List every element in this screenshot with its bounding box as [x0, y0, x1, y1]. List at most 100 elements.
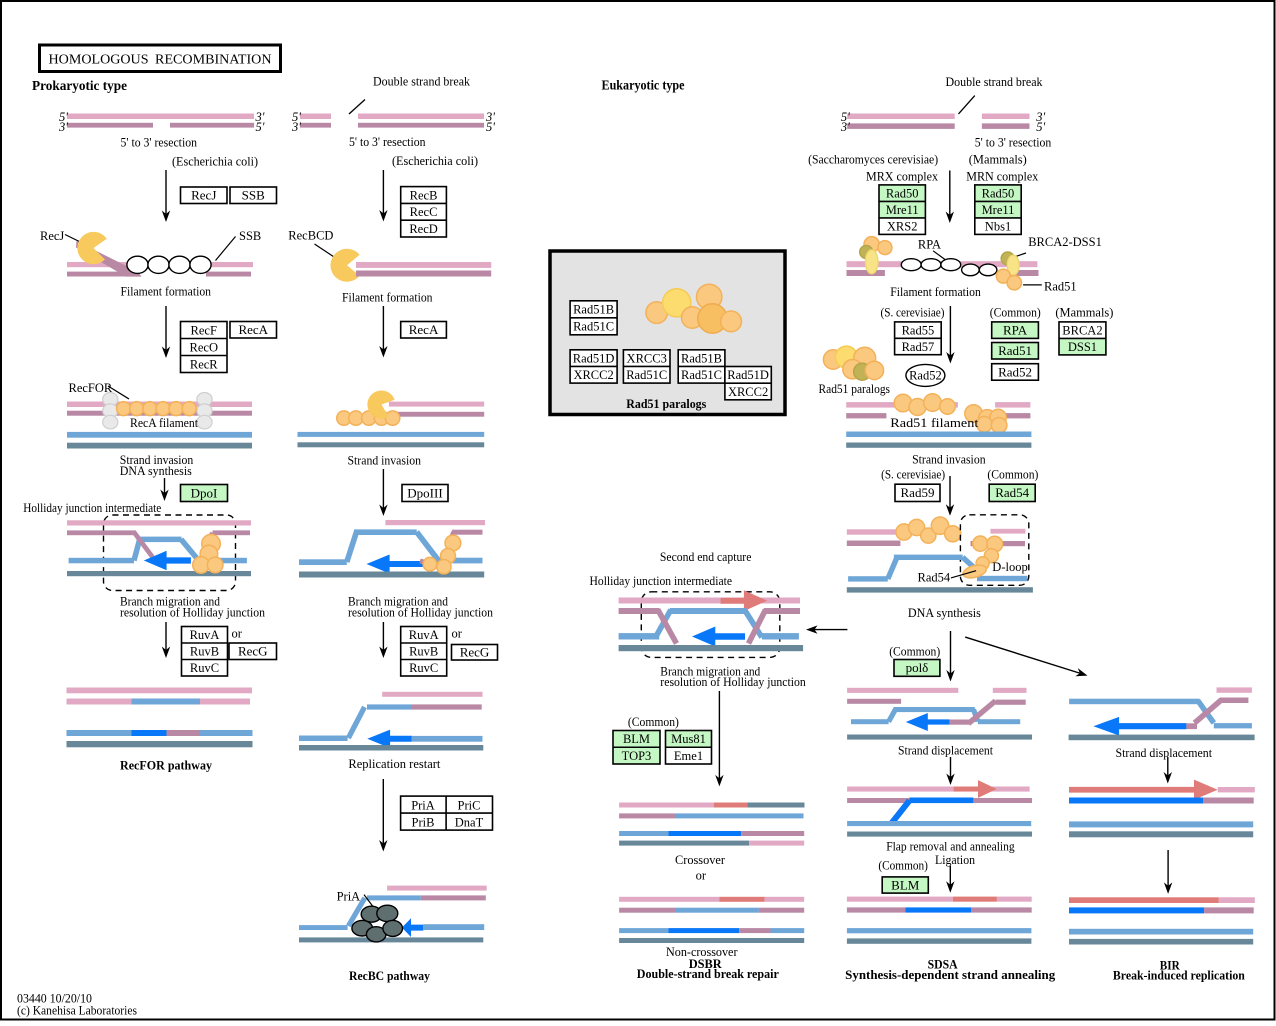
- svg-text:5': 5': [292, 110, 301, 124]
- svg-text:RuvC: RuvC: [409, 661, 438, 675]
- svg-text:Rad51 filament: Rad51 filament: [890, 416, 979, 430]
- svg-text:DpoIII: DpoIII: [407, 485, 442, 500]
- svg-text:Double strand break: Double strand break: [373, 75, 471, 89]
- svg-text:Filament formation: Filament formation: [121, 285, 212, 299]
- svg-text:(Escherichia coli): (Escherichia coli): [392, 154, 478, 168]
- svg-text:PriA: PriA: [337, 889, 361, 903]
- svg-text:Strand invasion: Strand invasion: [912, 453, 986, 467]
- svg-text:RecBC pathway: RecBC pathway: [349, 969, 431, 983]
- svg-text:03440 10/20/10: 03440 10/20/10: [17, 992, 92, 1006]
- svg-text:RPA: RPA: [918, 238, 941, 252]
- svg-text:5' to 3' resection: 5' to 3' resection: [121, 136, 198, 150]
- svg-text:(Common): (Common): [889, 645, 940, 659]
- svg-text:Holliday junction intermediate: Holliday junction intermediate: [590, 574, 733, 588]
- svg-text:Strand invasion: Strand invasion: [348, 454, 422, 468]
- svg-text:Rad51: Rad51: [998, 343, 1032, 358]
- svg-text:Break-induced replication: Break-induced replication: [1113, 968, 1245, 982]
- svg-text:(Common): (Common): [878, 859, 928, 873]
- svg-text:RecJ: RecJ: [40, 229, 64, 243]
- svg-text:5' to 3' resection: 5' to 3' resection: [349, 135, 426, 149]
- svg-text:(Common): (Common): [990, 306, 1041, 320]
- svg-text:Eukaryotic type: Eukaryotic type: [602, 78, 685, 93]
- svg-text:5': 5': [1036, 120, 1045, 134]
- svg-text:RecF: RecF: [191, 323, 217, 337]
- svg-text:5' to 3' resection: 5' to 3' resection: [975, 136, 1052, 150]
- svg-text:3': 3': [291, 120, 301, 134]
- svg-text:Holliday junction intermediate: Holliday junction intermediate: [23, 501, 161, 515]
- svg-text:Non-crossover: Non-crossover: [666, 945, 738, 959]
- svg-text:DnaT: DnaT: [455, 816, 484, 830]
- svg-text:Mus81: Mus81: [671, 732, 706, 746]
- svg-text:Rad54: Rad54: [995, 485, 1029, 500]
- svg-text:RecG: RecG: [460, 645, 490, 660]
- svg-text:RPA: RPA: [1003, 322, 1028, 337]
- svg-text:resolution of Holliday junctio: resolution of Holliday junction: [660, 675, 806, 689]
- svg-text:RuvC: RuvC: [190, 661, 219, 675]
- svg-text:Replication restart: Replication restart: [348, 757, 441, 771]
- svg-text:(S. cerevisiae): (S. cerevisiae): [881, 467, 945, 481]
- svg-text:Branch migration and: Branch migration and: [660, 664, 761, 678]
- svg-text:3': 3': [1035, 110, 1045, 124]
- svg-text:RecA: RecA: [238, 322, 268, 337]
- svg-text:RecC: RecC: [410, 205, 438, 219]
- svg-text:Rad51: Rad51: [1044, 280, 1077, 294]
- svg-text:Rad52: Rad52: [909, 369, 942, 383]
- svg-text:Rad59: Rad59: [901, 485, 935, 500]
- svg-text:RecA filament: RecA filament: [130, 416, 198, 430]
- svg-text:3': 3': [840, 120, 850, 134]
- svg-text:DSS1: DSS1: [1068, 340, 1097, 354]
- svg-text:or: or: [696, 869, 707, 883]
- svg-text:RecR: RecR: [190, 357, 218, 371]
- svg-text:RuvA: RuvA: [409, 628, 439, 642]
- svg-text:XRS2: XRS2: [887, 219, 918, 233]
- svg-text:Filament formation: Filament formation: [890, 285, 981, 299]
- svg-text:RecA: RecA: [409, 322, 439, 337]
- svg-text:resolution of Holliday junctio: resolution of Holliday junction: [348, 606, 494, 620]
- svg-text:Mre11: Mre11: [886, 203, 919, 217]
- svg-text:Branch migration and: Branch migration and: [348, 595, 449, 609]
- svg-text:Second end capture: Second end capture: [660, 550, 752, 564]
- svg-text:Eme1: Eme1: [674, 749, 703, 763]
- svg-text:XRCC2: XRCC2: [728, 385, 768, 399]
- svg-text:3': 3': [58, 120, 68, 134]
- svg-text:Mre11: Mre11: [982, 203, 1015, 217]
- svg-text:resolution of Holliday junctio: resolution of Holliday junction: [120, 606, 266, 620]
- svg-text:Rad54: Rad54: [918, 571, 951, 585]
- svg-text:RuvB: RuvB: [190, 645, 219, 659]
- svg-text:RecJ: RecJ: [191, 188, 216, 203]
- svg-text:TOP3: TOP3: [622, 749, 652, 763]
- svg-text:BIR: BIR: [1160, 958, 1181, 972]
- svg-text:5': 5': [256, 120, 265, 134]
- svg-text:Strand displacement: Strand displacement: [898, 743, 993, 757]
- svg-text:or: or: [452, 627, 463, 641]
- svg-text:(Common): (Common): [628, 715, 679, 729]
- svg-text:RuvA: RuvA: [190, 628, 220, 642]
- svg-text:RecFOR: RecFOR: [69, 381, 113, 395]
- svg-text:Rad50: Rad50: [982, 186, 1015, 200]
- svg-text:DpoI: DpoI: [191, 485, 218, 500]
- svg-text:Crossover: Crossover: [675, 853, 726, 867]
- svg-text:Synthesis-dependent strand ann: Synthesis-dependent strand annealing: [845, 968, 1056, 982]
- svg-text:RecO: RecO: [190, 340, 218, 354]
- svg-text:RecD: RecD: [409, 222, 437, 236]
- svg-text:HOMOLOGOUS RECOMBINATION: HOMOLOGOUS RECOMBINATION: [49, 53, 272, 68]
- svg-text:5': 5': [841, 110, 850, 124]
- svg-text:RuvB: RuvB: [409, 645, 438, 659]
- svg-text:Rad51B: Rad51B: [681, 351, 722, 365]
- svg-text:PriC: PriC: [458, 799, 481, 813]
- svg-text:Rad51C: Rad51C: [573, 320, 614, 334]
- svg-text:Rad51B: Rad51B: [573, 303, 614, 317]
- svg-text:(Escherichia coli): (Escherichia coli): [172, 155, 258, 169]
- svg-text:MRX complex: MRX complex: [866, 169, 939, 183]
- svg-text:Rad51 paralogs: Rad51 paralogs: [819, 382, 891, 396]
- svg-text:Ligation: Ligation: [935, 853, 976, 867]
- svg-text:Rad57: Rad57: [902, 340, 935, 354]
- svg-text:XRCC3: XRCC3: [627, 351, 667, 365]
- svg-text:Double strand break: Double strand break: [946, 75, 1044, 89]
- svg-text:XRCC2: XRCC2: [573, 368, 613, 382]
- svg-text:Rad51C: Rad51C: [681, 368, 722, 382]
- svg-text:D-loop: D-loop: [992, 560, 1027, 574]
- svg-text:RecFOR pathway: RecFOR pathway: [120, 759, 213, 773]
- svg-text:SDSA: SDSA: [928, 958, 958, 972]
- svg-text:Rad50: Rad50: [886, 186, 919, 200]
